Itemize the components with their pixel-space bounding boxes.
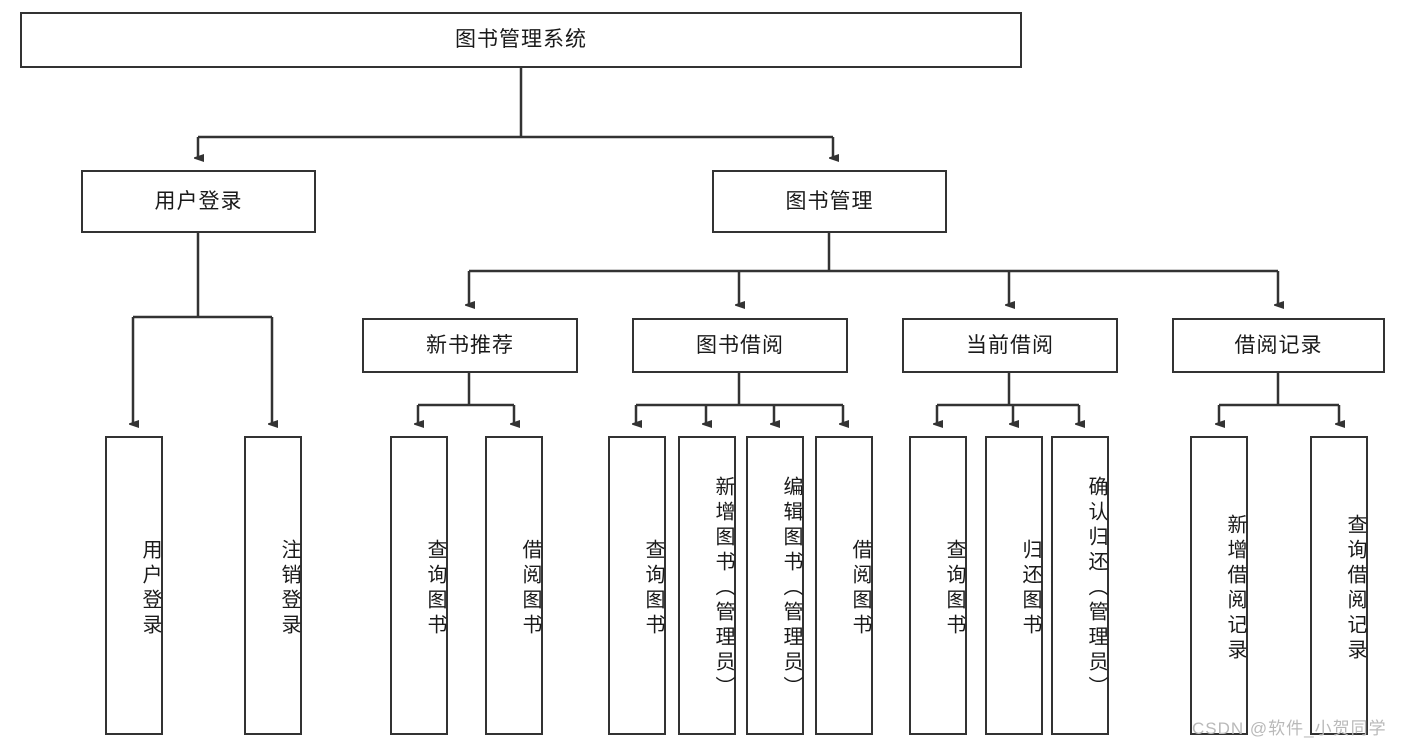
csdn-watermark: CSDN @软件_小贺同学 [1192, 719, 1387, 738]
node-borrow-record[interactable]: 借阅记录 [1172, 318, 1385, 373]
node-label: 用户登录 [139, 538, 161, 639]
node-label: 图书借阅 [696, 333, 784, 357]
leaf-recommend-borrow-book[interactable]: 借阅图书 [485, 436, 543, 735]
node-user-login[interactable]: 用户登录 [81, 170, 316, 233]
leaf-borrow-borrow-book[interactable]: 借阅图书 [815, 436, 873, 735]
node-label: 新增借阅记录 [1224, 513, 1246, 664]
leaf-borrow-add-book-admin[interactable]: 新增图书（管理员） [678, 436, 736, 735]
node-label: 编辑图书（管理员） [780, 476, 802, 701]
leaf-user-login-login[interactable]: 用户登录 [105, 436, 163, 735]
node-book-borrow[interactable]: 图书借阅 [632, 318, 848, 373]
node-label: 新书推荐 [426, 333, 514, 357]
node-book-management[interactable]: 图书管理 [712, 170, 947, 233]
leaf-recommend-query-book[interactable]: 查询图书 [390, 436, 448, 735]
node-label: 图书管理系统 [455, 28, 587, 52]
node-root-library-system[interactable]: 图书管理系统 [20, 12, 1022, 68]
node-label: 查询图书 [642, 538, 664, 639]
node-current-borrow[interactable]: 当前借阅 [902, 318, 1118, 373]
leaf-record-add-record[interactable]: 新增借阅记录 [1190, 436, 1248, 735]
leaf-borrow-edit-book-admin[interactable]: 编辑图书（管理员） [746, 436, 804, 735]
node-label: 新增图书（管理员） [712, 476, 734, 701]
node-label: 查询图书 [943, 538, 965, 639]
leaf-current-query-book[interactable]: 查询图书 [909, 436, 967, 735]
leaf-record-query-record[interactable]: 查询借阅记录 [1310, 436, 1368, 735]
node-label: 借阅图书 [849, 538, 871, 639]
leaf-borrow-query-book[interactable]: 查询图书 [608, 436, 666, 735]
leaf-current-return-book[interactable]: 归还图书 [985, 436, 1043, 735]
leaf-current-confirm-return-admin[interactable]: 确认归还（管理员） [1051, 436, 1109, 735]
node-label: 查询借阅记录 [1344, 513, 1366, 664]
node-label: 用户登录 [154, 189, 243, 213]
node-new-book-recommend[interactable]: 新书推荐 [362, 318, 578, 373]
node-label: 注销登录 [278, 538, 300, 639]
node-label: 查询图书 [424, 538, 446, 639]
node-label: 当前借阅 [966, 333, 1054, 357]
node-label: 借阅记录 [1234, 333, 1323, 357]
node-label: 确认归还（管理员） [1085, 476, 1107, 701]
node-label: 归还图书 [1019, 538, 1041, 639]
leaf-user-login-logout[interactable]: 注销登录 [244, 436, 302, 735]
node-label: 图书管理 [785, 189, 874, 213]
node-label: 借阅图书 [519, 538, 541, 639]
